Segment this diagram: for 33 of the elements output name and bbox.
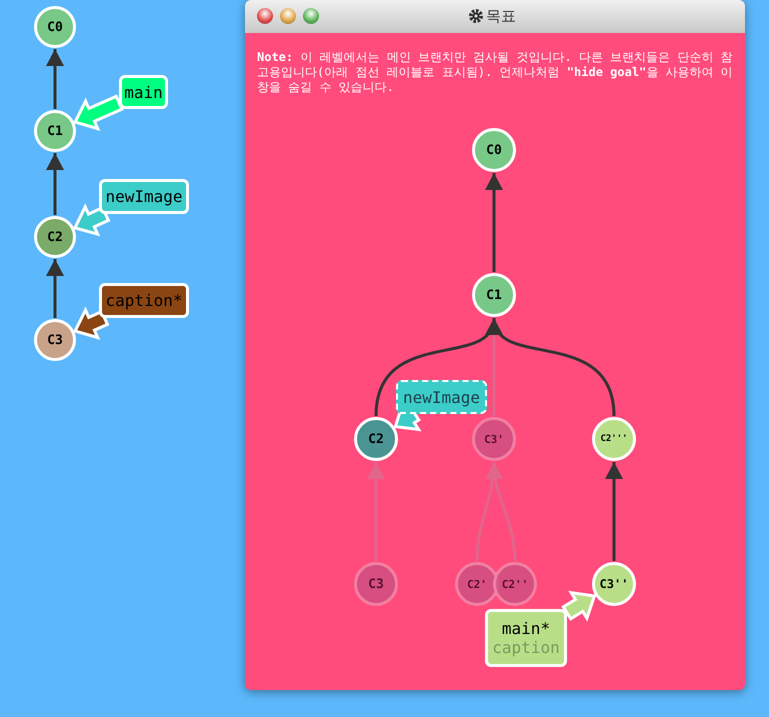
branch-pointer-arrow	[72, 203, 110, 236]
commit-arrow	[367, 462, 385, 561]
commit-circle: C3	[34, 319, 76, 361]
commit-circle: C2	[354, 417, 398, 461]
app-window	[245, 0, 745, 690]
commit-arrow	[46, 49, 64, 109]
branch-pointer-arrow	[72, 306, 110, 340]
commit-arrow	[486, 462, 516, 562]
commit-arrow	[46, 259, 64, 318]
commit-circle: C2''	[493, 562, 537, 606]
commit-circle: C0	[472, 128, 516, 172]
commit-circle: C3	[354, 562, 398, 606]
branch-name: main*	[502, 619, 550, 638]
commit-arrow	[605, 462, 623, 561]
commit-arrow	[46, 153, 64, 215]
commit-circle: C3'	[472, 417, 516, 461]
commit-circle: C2	[34, 216, 76, 258]
commit-circle: C1	[34, 110, 76, 152]
branch-label: caption*	[99, 283, 189, 318]
commit-arrow	[485, 173, 503, 272]
branch-label	[485, 609, 567, 667]
branch-label: newImage	[396, 380, 487, 414]
branch-pointer-arrow	[561, 590, 596, 622]
branch-pointer-arrow	[72, 94, 124, 131]
branch-label: main	[119, 75, 168, 109]
commit-circle: C3''	[592, 562, 636, 606]
commit-circle: C0	[34, 6, 76, 48]
branch-label: newImage	[99, 179, 189, 214]
commit-circle: C1	[472, 273, 516, 317]
window-title: 목표	[486, 7, 516, 26]
note-text: Note: 이 레벨에서는 메인 브랜치만 검사될 것입니다. 다른 브랜치들은 단순히 참고용입니다(아래 점선 레이블로 표시됨). 언제나처럼 "hide goal"을 사용하여 이 창을 숨길 수 있습니다.	[257, 50, 734, 95]
branch-subtitle: caption	[492, 638, 560, 657]
commit-circle: C2'''	[592, 417, 636, 461]
